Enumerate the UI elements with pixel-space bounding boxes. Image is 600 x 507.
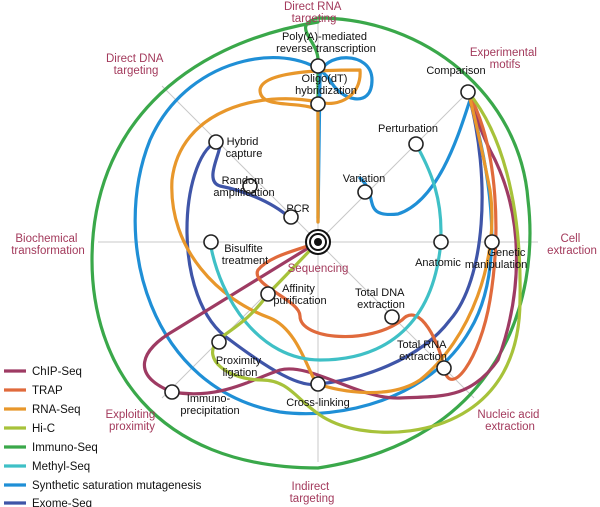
node-bisulfite	[203, 234, 219, 250]
category-labels: Direct RNA targeting Direct DNA targetin…	[11, 1, 597, 505]
track-exome-seq	[185, 90, 484, 387]
label-totalrna: Total RNA extraction	[397, 339, 449, 363]
label-variation: Variation	[343, 173, 386, 185]
legend-label-trap: TRAP	[32, 385, 63, 397]
node-oligo	[310, 96, 326, 112]
label-affinity: Affinity purification	[273, 283, 326, 307]
node-affinity	[260, 286, 276, 302]
node-totaldna	[384, 309, 400, 325]
track-trap	[255, 90, 498, 381]
node-random	[242, 178, 258, 194]
node-labels: Poly(A)-mediated reverse transcription O…	[180, 31, 529, 417]
axis-northeast	[317, 85, 475, 243]
node-perturbation	[408, 136, 424, 152]
legend: ChIP-Seq TRAP RNA-Seq Hi-C Immuno-Seq Me…	[4, 366, 202, 507]
hub-ring-inner	[314, 238, 322, 246]
node-hybrid	[208, 134, 224, 150]
legend-label-exome-seq: Exome-Seq	[32, 498, 92, 507]
node-immunoprecipitation	[164, 384, 180, 400]
category-direct-dna: Direct DNA targeting	[106, 53, 166, 77]
track-immuno-seq	[90, 16, 532, 470]
node-pcr	[283, 209, 299, 225]
node-polya	[310, 58, 326, 74]
label-perturbation: Perturbation	[378, 123, 438, 135]
legend-label-methyl-seq: Methyl-Seq	[32, 461, 90, 473]
label-immunoprecipitation: Immuno- precipitation	[180, 393, 239, 417]
process-nodes	[164, 58, 500, 400]
label-random: Random amplification	[213, 175, 274, 199]
node-genetic	[484, 234, 500, 250]
category-experimental: Experimental motifs	[470, 47, 540, 71]
category-biochemical: Biochemical transformation	[11, 233, 85, 257]
label-genetic: Genetic manipulation	[465, 247, 529, 271]
label-bisulfite: Bisulfite treatment	[222, 243, 268, 267]
legend-label-immuno-seq: Immuno-Seq	[32, 442, 98, 454]
track-synthetic-saturation-mutagenesis	[133, 56, 494, 416]
node-variation	[357, 184, 373, 200]
label-anatomic: Anatomic	[415, 257, 461, 269]
node-comparison	[460, 84, 476, 100]
label-totaldna: Total DNA extraction	[355, 287, 407, 311]
category-indirect: Indirect targeting	[290, 481, 335, 505]
label-polya: Poly(A)-mediated reverse transcription	[276, 31, 376, 55]
sequencing-label: Sequencing	[288, 263, 349, 275]
label-pcr: PCR	[286, 203, 309, 215]
category-nucleic: Nucleic acid extraction	[477, 409, 542, 433]
category-direct-rna: Direct RNA targeting	[284, 1, 344, 25]
category-cell: Cell extraction	[547, 233, 597, 257]
node-anatomic	[433, 234, 449, 250]
node-totalrna	[436, 360, 452, 376]
category-proximity: Exploiting proximity	[105, 409, 158, 433]
label-proximity-ligation: Proximity ligation	[216, 355, 264, 379]
legend-label-chip-seq: ChIP-Seq	[32, 366, 82, 378]
label-hybrid: Hybrid capture	[226, 136, 263, 160]
legend-label-hi-c: Hi-C	[32, 423, 55, 435]
label-comparison: Comparison	[426, 65, 485, 77]
legend-label-synthetic-saturation-mutagenesis: Synthetic saturation mutagenesis	[32, 480, 202, 492]
label-oligo: Oligo(dT) hybridization	[295, 73, 357, 97]
label-crosslinking: Cross-linking	[286, 397, 350, 409]
node-crosslinking	[310, 376, 326, 392]
node-proximity-ligation	[211, 334, 227, 350]
legend-label-rna-seq: RNA-Seq	[32, 404, 81, 416]
sequencing-hub: Sequencing	[288, 229, 349, 275]
